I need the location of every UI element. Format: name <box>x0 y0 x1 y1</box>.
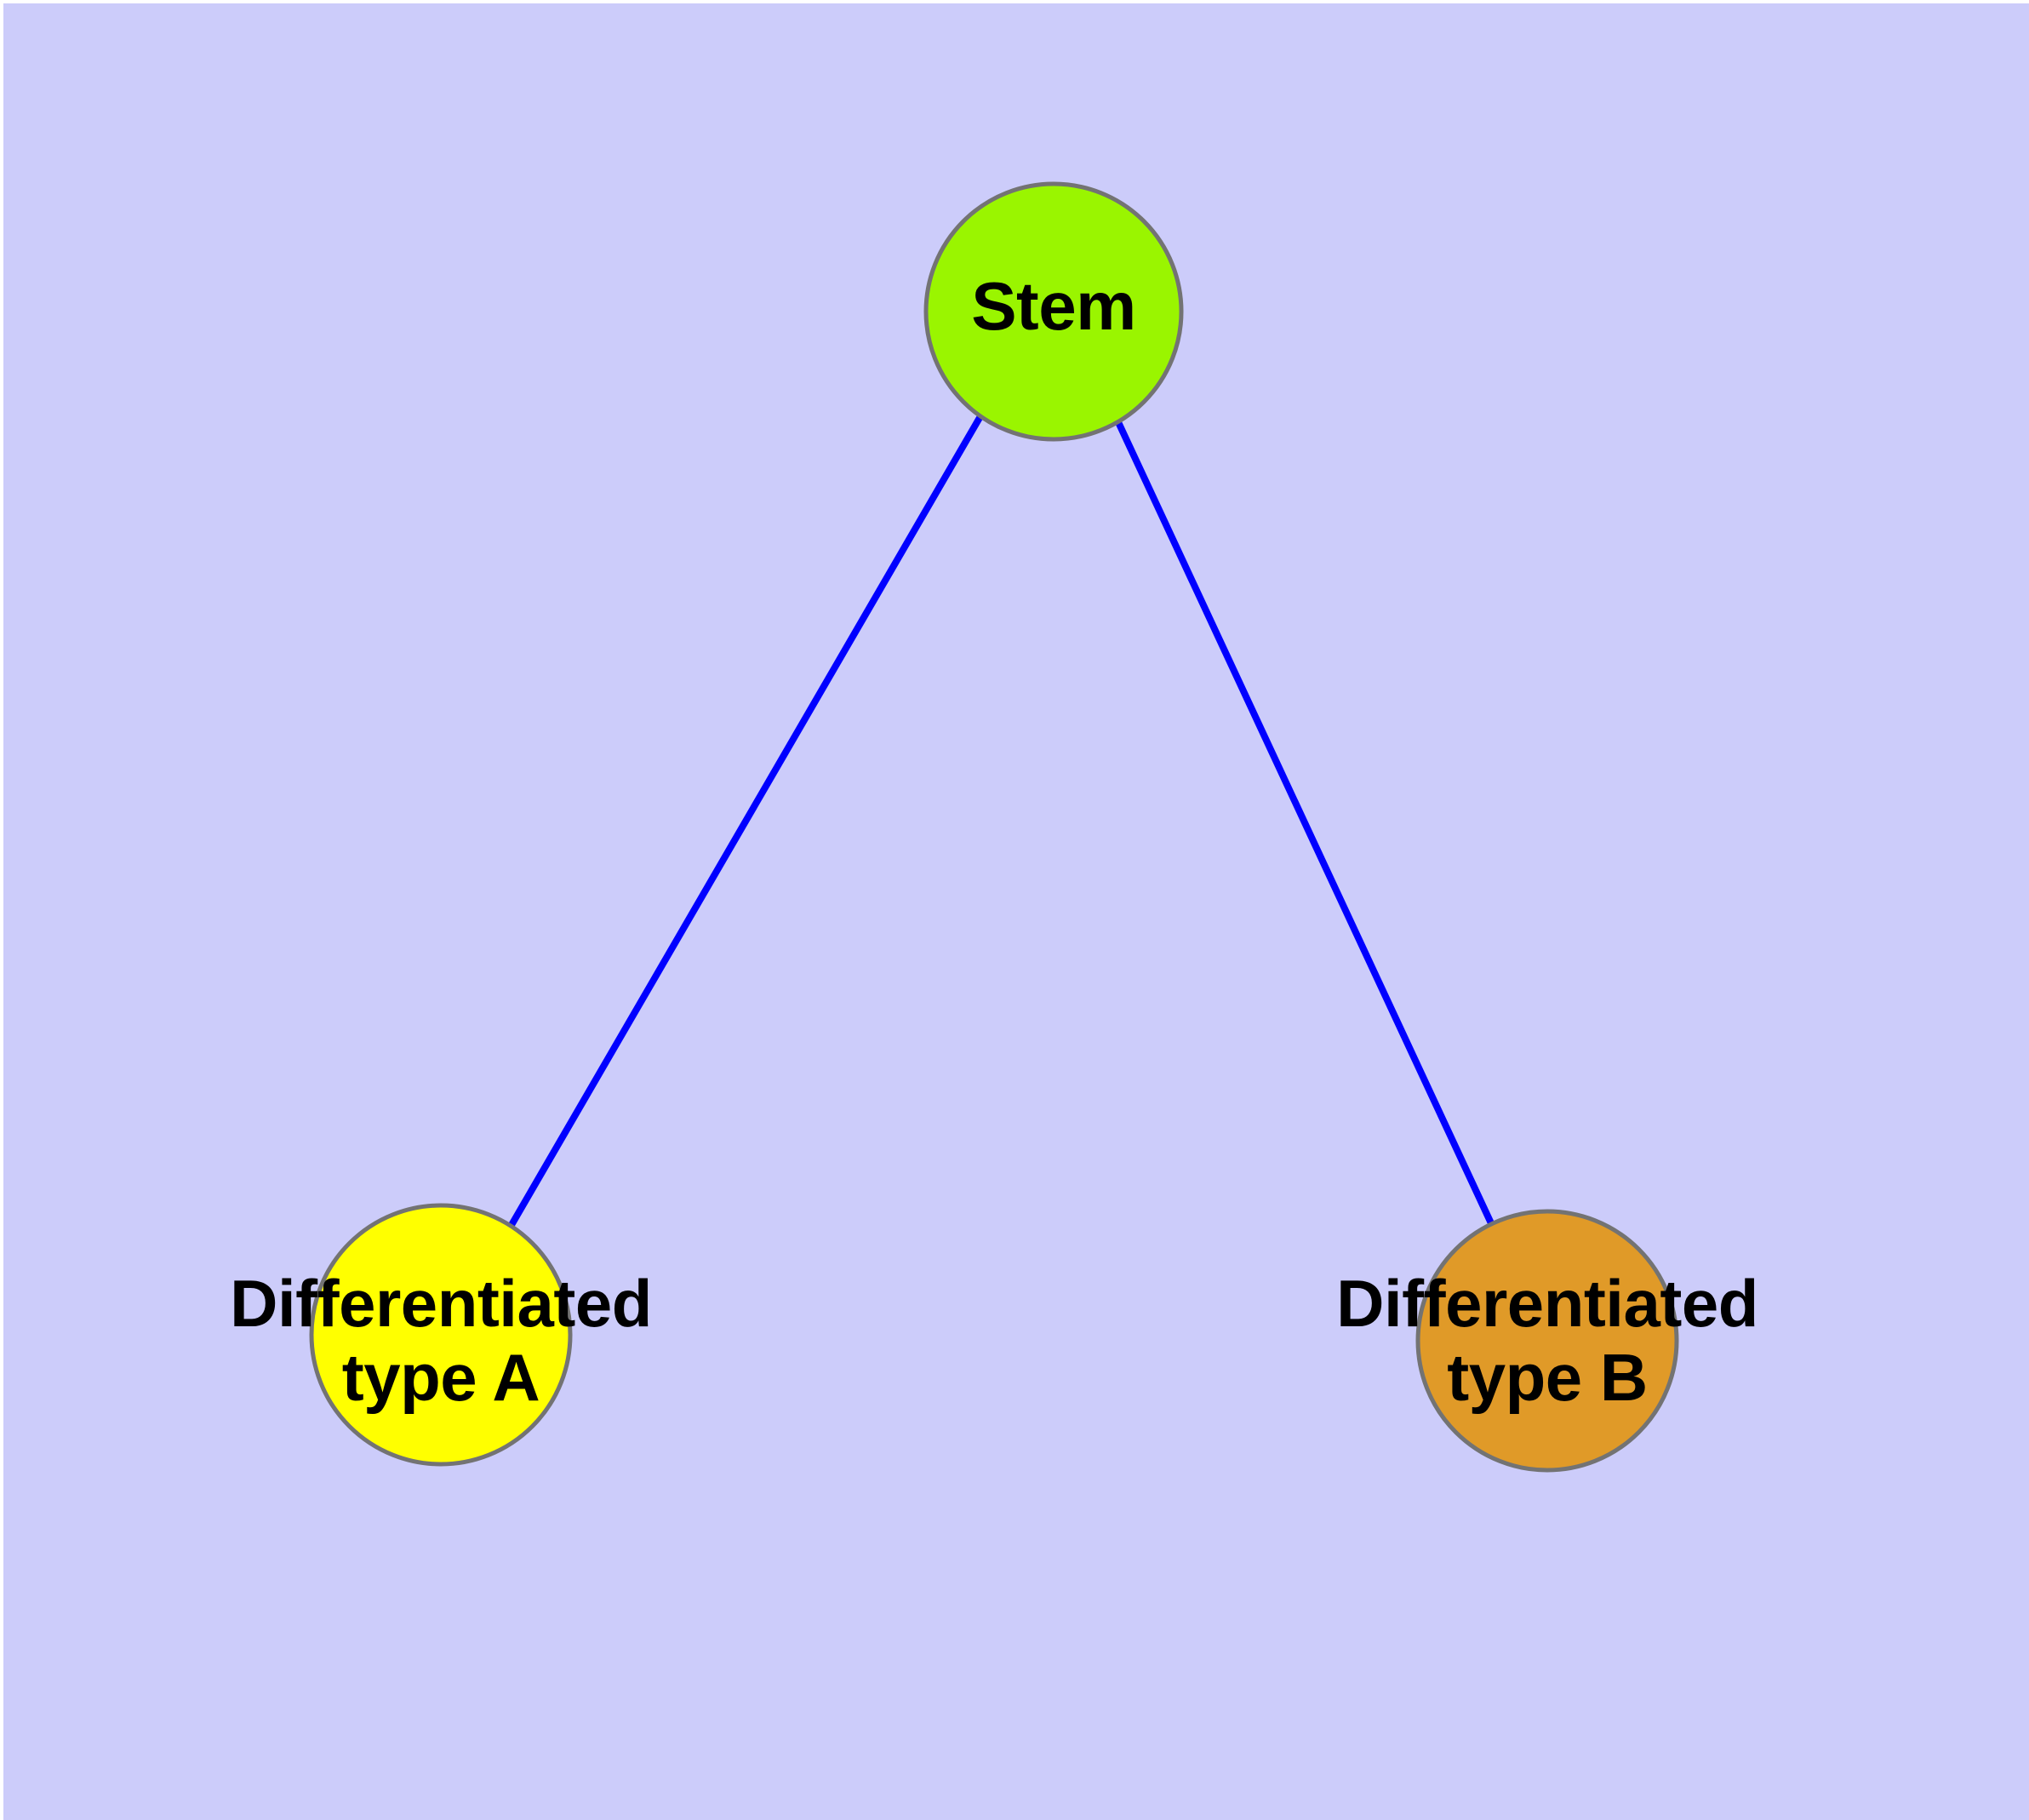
node-differentiated-type-b[interactable] <box>1415 1209 1679 1473</box>
edge-stem-to-differentiated-type-a <box>508 414 984 1228</box>
edge-stem-to-differentiated-type-b <box>1115 421 1495 1225</box>
node-layer <box>309 181 1679 1473</box>
edge-layer <box>508 414 1495 1228</box>
node-differentiated-type-a[interactable] <box>309 1203 573 1467</box>
node-stem[interactable] <box>923 181 1184 442</box>
